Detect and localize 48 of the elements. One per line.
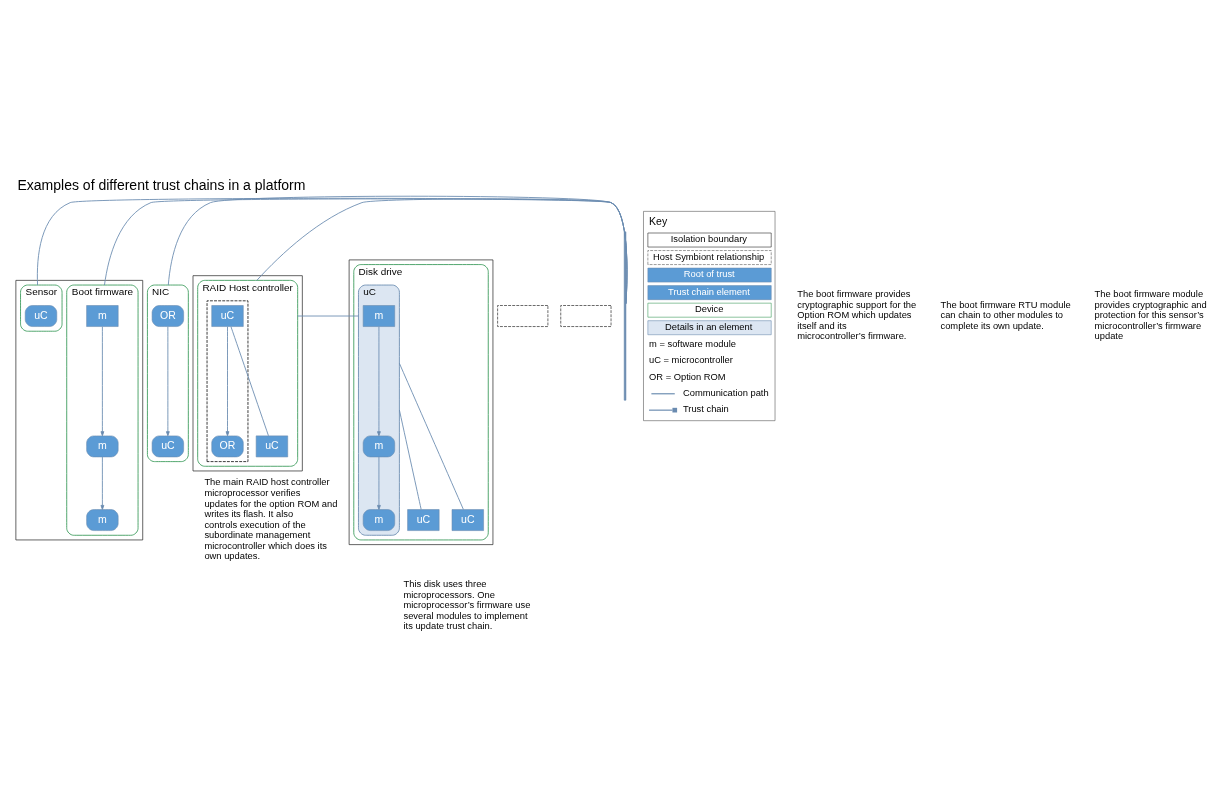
- label: The boot firmware RTU module can chain to other modules to complete its own update.: [940, 299, 1071, 331]
- node-label: This disk uses three microprocessors. One microprocessor’s firmware use several modules to implement its update trust chain.: [403, 579, 531, 632]
- node-box: uC: [24, 305, 58, 327]
- legend-label: Host Symbiont relationship: [653, 251, 765, 262]
- label: uC = microcontroller: [649, 355, 733, 366]
- label: The boot firmware module provides cryptographic and protection for this sensor’s microcontroller’s firmware update: [1094, 289, 1207, 342]
- legend-label: Device: [694, 304, 724, 315]
- node-box: OR: [211, 435, 244, 458]
- node-box: uC: [407, 509, 440, 531]
- node-box: m: [362, 305, 395, 327]
- label: Key: [649, 215, 668, 228]
- node-box: m: [362, 509, 395, 531]
- node-box: uC: [451, 509, 484, 531]
- arrow: [166, 326, 170, 437]
- cluster: [15, 280, 144, 541]
- legend-label: Communication path: [682, 388, 769, 399]
- connector: [398, 409, 422, 510]
- connector: [297, 315, 359, 317]
- legend-label: Root of trust: [683, 269, 735, 280]
- node-box: OR: [151, 305, 184, 327]
- arrow: [100, 326, 105, 437]
- node-box: [497, 305, 549, 327]
- node-bar: [623, 231, 627, 401]
- node-box: uC: [255, 435, 288, 458]
- node-box: [560, 305, 612, 327]
- label: m = software module: [649, 338, 737, 349]
- node-box: uC: [211, 305, 244, 327]
- node-box: m: [86, 509, 119, 531]
- label: The boot firmware provides cryptographic support for the Option ROM which updates itself and its microcontroller’s firmware.: [797, 289, 917, 342]
- label: OR = Option ROM: [649, 371, 726, 382]
- connector: [398, 362, 464, 510]
- legend-label: Isolation boundary: [670, 234, 748, 245]
- diagram-title: Examples of different trust chains in a platform: [17, 176, 306, 193]
- node-box: uC: [151, 435, 184, 458]
- arrow: [225, 326, 230, 437]
- node-label: The main RAID host controller microprocessor verifies updates for the option ROM and writes its flash. It also controls execution of the subordinate management microcontroller which does its own updates.: [204, 477, 338, 562]
- node-box: m: [86, 435, 119, 458]
- legend-label: Trust chain: [682, 404, 729, 415]
- connector: [256, 198, 628, 305]
- connector: [230, 326, 269, 437]
- arrow: [377, 456, 381, 510]
- node-box: m: [362, 435, 395, 458]
- legend-label: Trust chain element: [668, 286, 750, 297]
- cluster: [206, 300, 249, 463]
- arrow: [377, 326, 381, 437]
- legend-label: Details in an element: [665, 321, 753, 332]
- node-box: m: [86, 305, 119, 327]
- arrow: [100, 456, 105, 510]
